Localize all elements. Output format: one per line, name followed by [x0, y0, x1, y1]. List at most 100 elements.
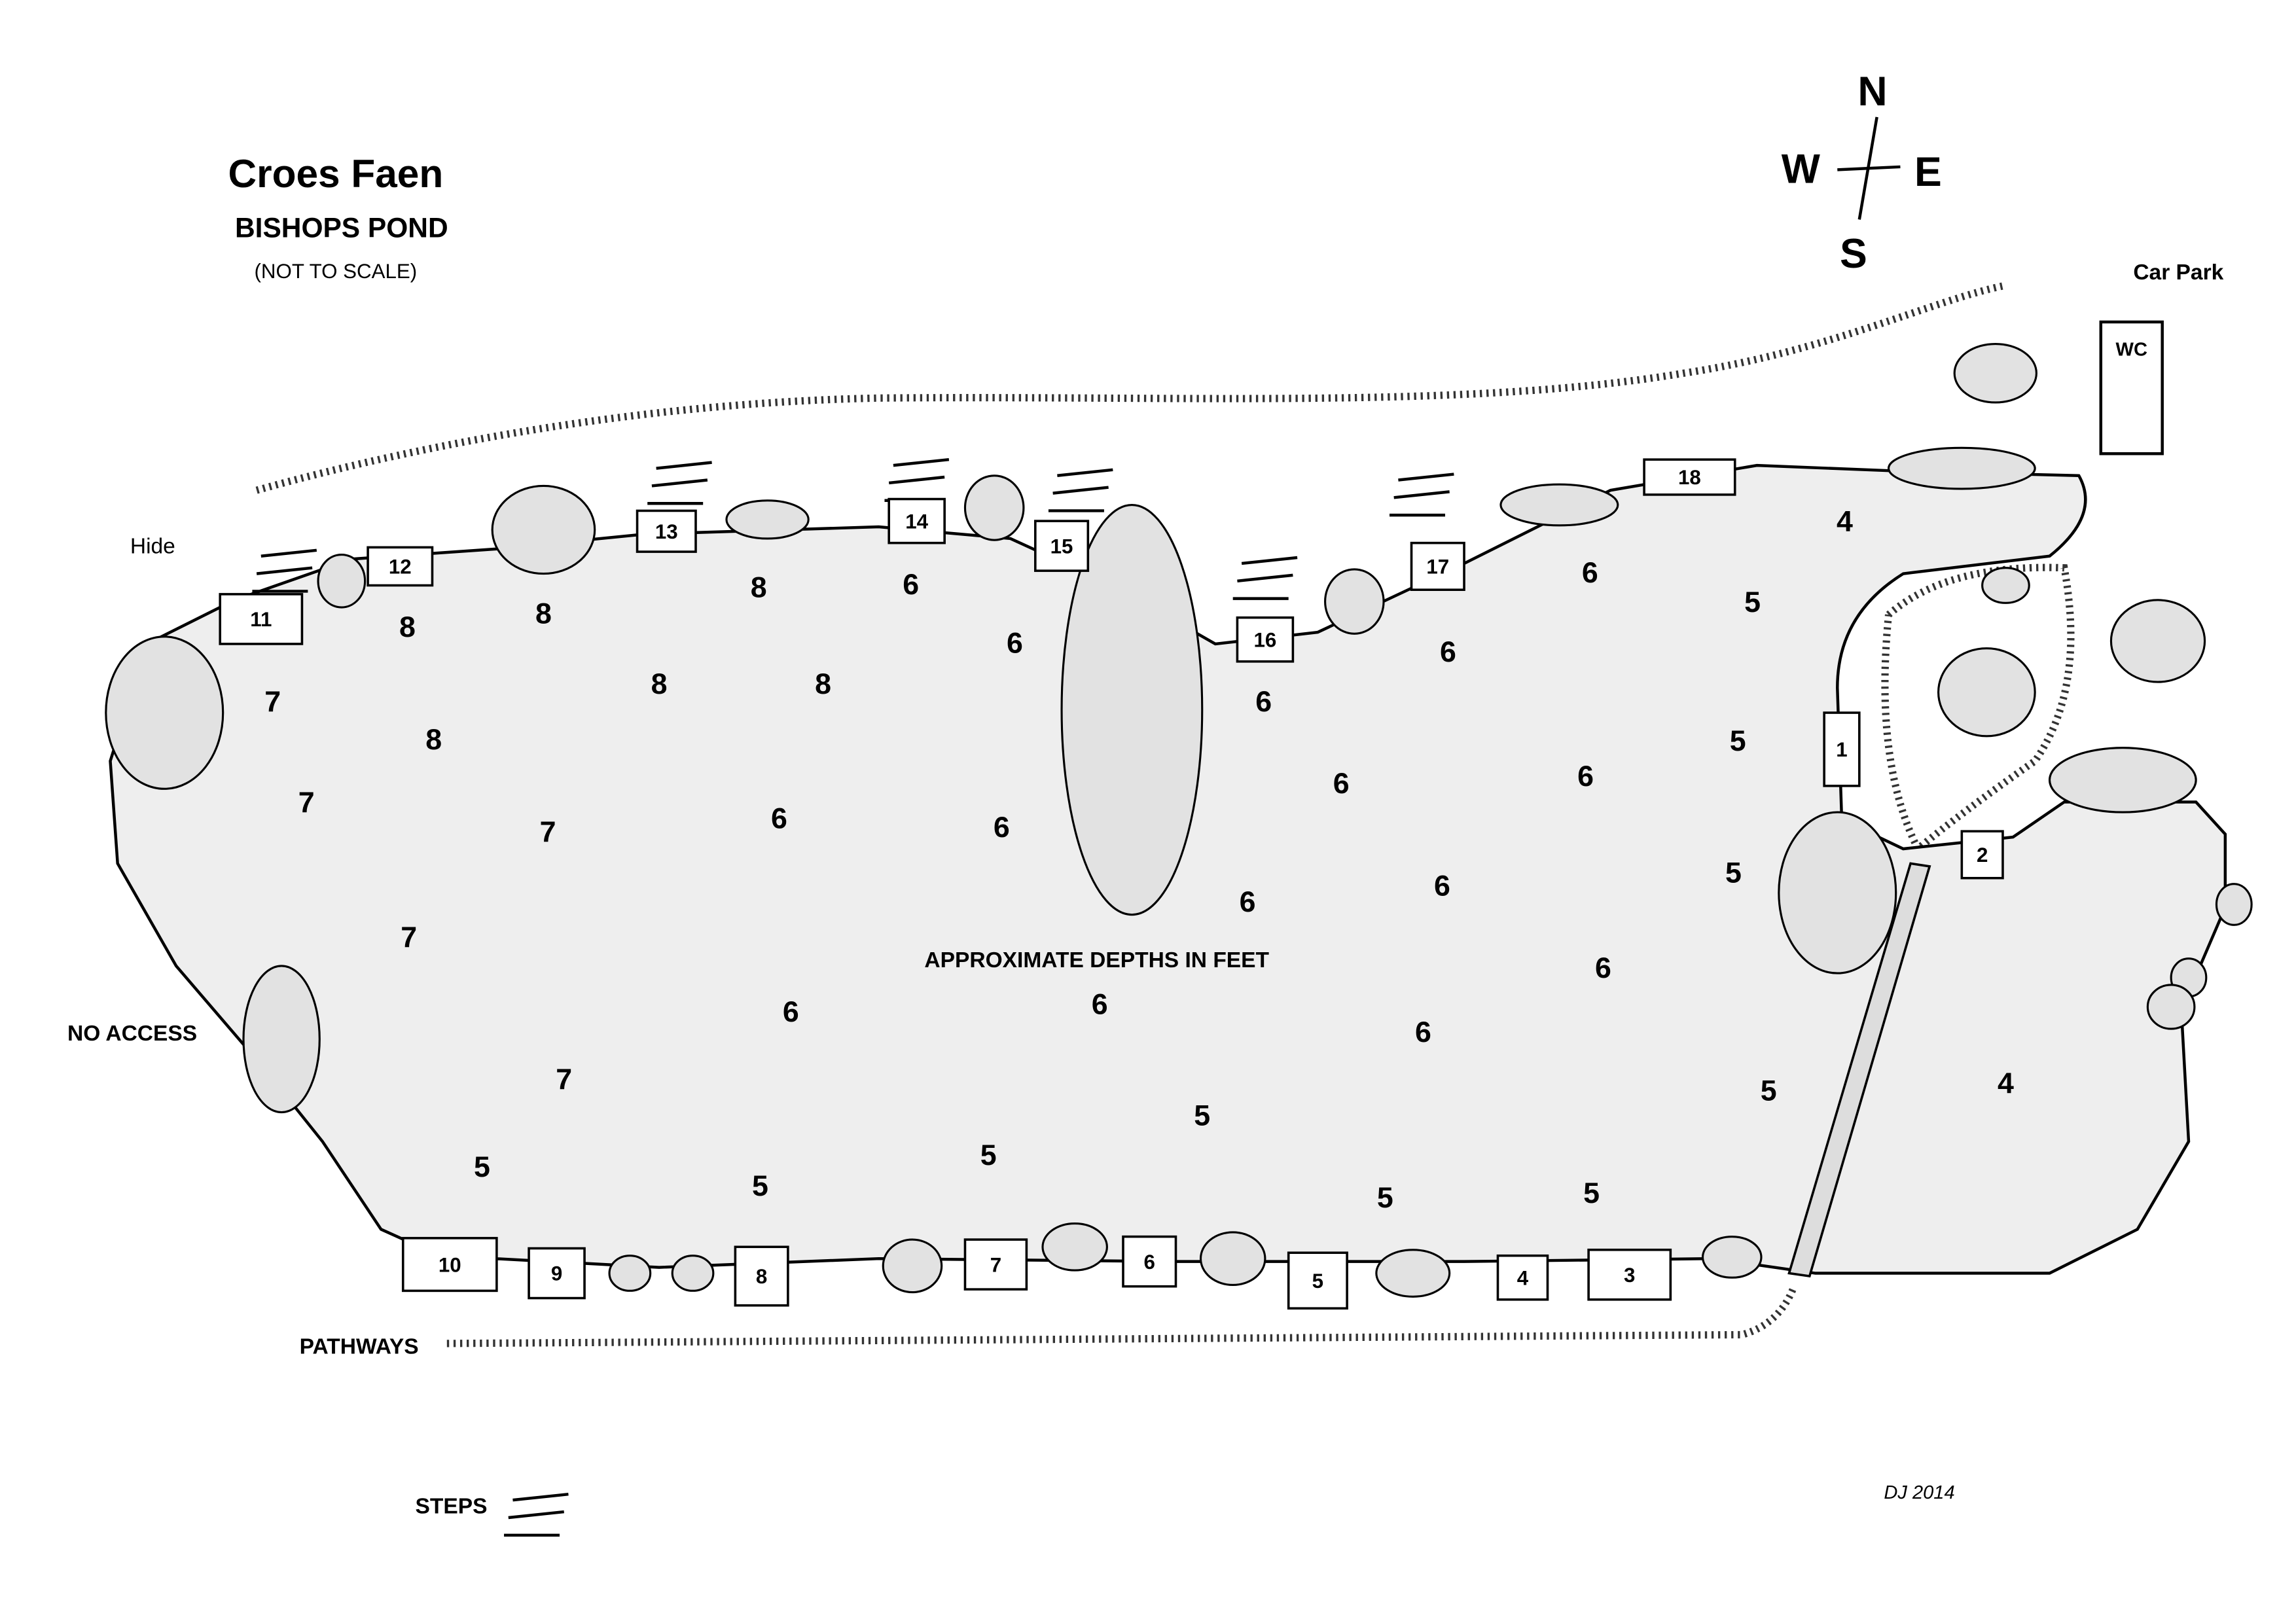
depth-marker: 7	[401, 921, 417, 954]
depth-marker: 5	[1744, 586, 1761, 618]
peg-number: 12	[389, 556, 412, 579]
fishing-peg-15[interactable]: 15	[1034, 520, 1090, 572]
peg-number: 2	[1977, 844, 1988, 866]
tree-bush	[1499, 483, 1619, 527]
wc-label: WC	[2116, 339, 2147, 360]
fishing-peg-13[interactable]: 13	[636, 509, 697, 553]
depth-marker: 6	[1582, 557, 1598, 589]
tree-bush	[491, 484, 596, 575]
car-park-label: Car Park	[2133, 260, 2223, 285]
fishing-peg-7[interactable]: 7	[963, 1238, 1028, 1291]
depth-marker: 8	[651, 668, 668, 700]
depth-marker: 5	[1730, 725, 1746, 757]
depth-marker: 6	[1440, 636, 1456, 668]
depth-marker: 6	[1092, 989, 1108, 1021]
tree-bush	[1887, 446, 2036, 490]
fishing-peg-11[interactable]: 11	[219, 593, 304, 645]
fishing-peg-6[interactable]: 6	[1122, 1235, 1177, 1288]
peg-number: 7	[990, 1253, 1001, 1276]
depth-marker: 8	[535, 598, 552, 630]
fishing-peg-5[interactable]: 5	[1287, 1251, 1348, 1310]
fishing-peg-1[interactable]: 1	[1823, 711, 1861, 787]
depth-marker: 6	[1255, 686, 1272, 718]
depth-marker: 4	[1998, 1067, 2014, 1099]
peg-number: 6	[1144, 1251, 1155, 1274]
tree-bush	[2109, 599, 2206, 683]
depth-marker: 7	[540, 816, 556, 848]
fishing-peg-17[interactable]: 17	[1410, 541, 1465, 591]
tree-bush	[1375, 1249, 1451, 1298]
depth-marker: 6	[1577, 760, 1594, 793]
depth-marker: 5	[1725, 857, 1742, 889]
pathways-label: PATHWAYS	[300, 1335, 419, 1359]
tree-bush	[242, 965, 321, 1114]
north-pathway	[255, 281, 2007, 494]
depth-marker: 8	[751, 571, 767, 603]
fishing-peg-12[interactable]: 12	[367, 546, 434, 587]
depth-marker: 6	[1595, 952, 1611, 984]
wc-building	[2099, 320, 2164, 455]
peg-number: 11	[250, 608, 272, 631]
compass-n: N	[1857, 69, 1887, 115]
fishing-peg-3[interactable]: 3	[1587, 1248, 1672, 1301]
depth-marker: 7	[264, 686, 281, 718]
depth-marker: 4	[1837, 506, 1853, 538]
tree-bush	[105, 635, 224, 790]
tree-bush	[1324, 568, 1385, 635]
tree-bush	[1060, 503, 1204, 916]
tree-bush	[1953, 342, 2037, 404]
depth-marker: 6	[783, 996, 799, 1028]
depth-marker: 5	[1761, 1075, 1777, 1107]
fishing-peg-14[interactable]: 14	[888, 497, 946, 544]
tree-bush	[963, 474, 1025, 541]
tree-bush	[1041, 1222, 1108, 1272]
depth-marker: 7	[556, 1063, 572, 1096]
tree-bush	[1778, 811, 1897, 974]
tree-bush	[2146, 984, 2196, 1030]
fishing-peg-8[interactable]: 8	[734, 1245, 789, 1307]
tree-bush	[1701, 1236, 1763, 1279]
fishing-peg-18[interactable]: 18	[1643, 458, 1736, 496]
fishing-peg-2[interactable]: 2	[1960, 830, 2004, 880]
peg-number: 14	[905, 510, 928, 533]
steps-icon	[252, 548, 317, 593]
fishing-peg-16[interactable]: 16	[1236, 616, 1295, 663]
depth-marker: 8	[425, 724, 442, 756]
peg-number: 17	[1426, 556, 1449, 579]
depth-marker: 7	[298, 787, 315, 819]
no-access-label: NO ACCESS	[67, 1022, 197, 1046]
steps-icon	[884, 457, 950, 503]
south-pathway	[446, 1286, 1797, 1347]
peg-number: 15	[1050, 535, 1073, 558]
steps-icon	[1389, 473, 1454, 517]
peg-number: 13	[655, 520, 678, 543]
steps-icon	[647, 461, 712, 505]
tree-bush	[1981, 567, 2030, 604]
depth-marker: 6	[903, 569, 919, 601]
map-title: Croes Faen	[228, 151, 444, 196]
compass-w: W	[1782, 147, 1821, 192]
tree-bush	[1937, 647, 2036, 738]
hide-label: Hide	[130, 534, 175, 558]
depth-note: APPROXIMATE DEPTHS IN FEET	[924, 948, 1269, 972]
fishing-peg-10[interactable]: 10	[401, 1237, 498, 1293]
depth-marker: 5	[1194, 1100, 1210, 1132]
depth-marker: 6	[994, 812, 1010, 844]
depth-marker: 5	[980, 1139, 997, 1171]
compass: N W E S	[1782, 69, 1942, 277]
peg-number: 16	[1253, 628, 1276, 651]
depth-marker: 6	[1333, 768, 1350, 800]
tree-bush	[882, 1238, 943, 1294]
depth-marker: 8	[815, 668, 831, 700]
steps-icon	[504, 1492, 569, 1537]
steps-icon	[1048, 468, 1113, 512]
tree-bush	[2048, 747, 2197, 813]
depth-marker: 6	[1240, 886, 1256, 918]
peg-number: 18	[1678, 466, 1701, 489]
peg-number: 9	[551, 1262, 562, 1285]
fishing-peg-4[interactable]: 4	[1496, 1254, 1549, 1301]
fishing-peg-9[interactable]: 9	[528, 1247, 586, 1300]
causeway	[1787, 862, 1931, 1277]
tree-bush	[1199, 1231, 1266, 1286]
depth-marker: 5	[752, 1170, 768, 1202]
